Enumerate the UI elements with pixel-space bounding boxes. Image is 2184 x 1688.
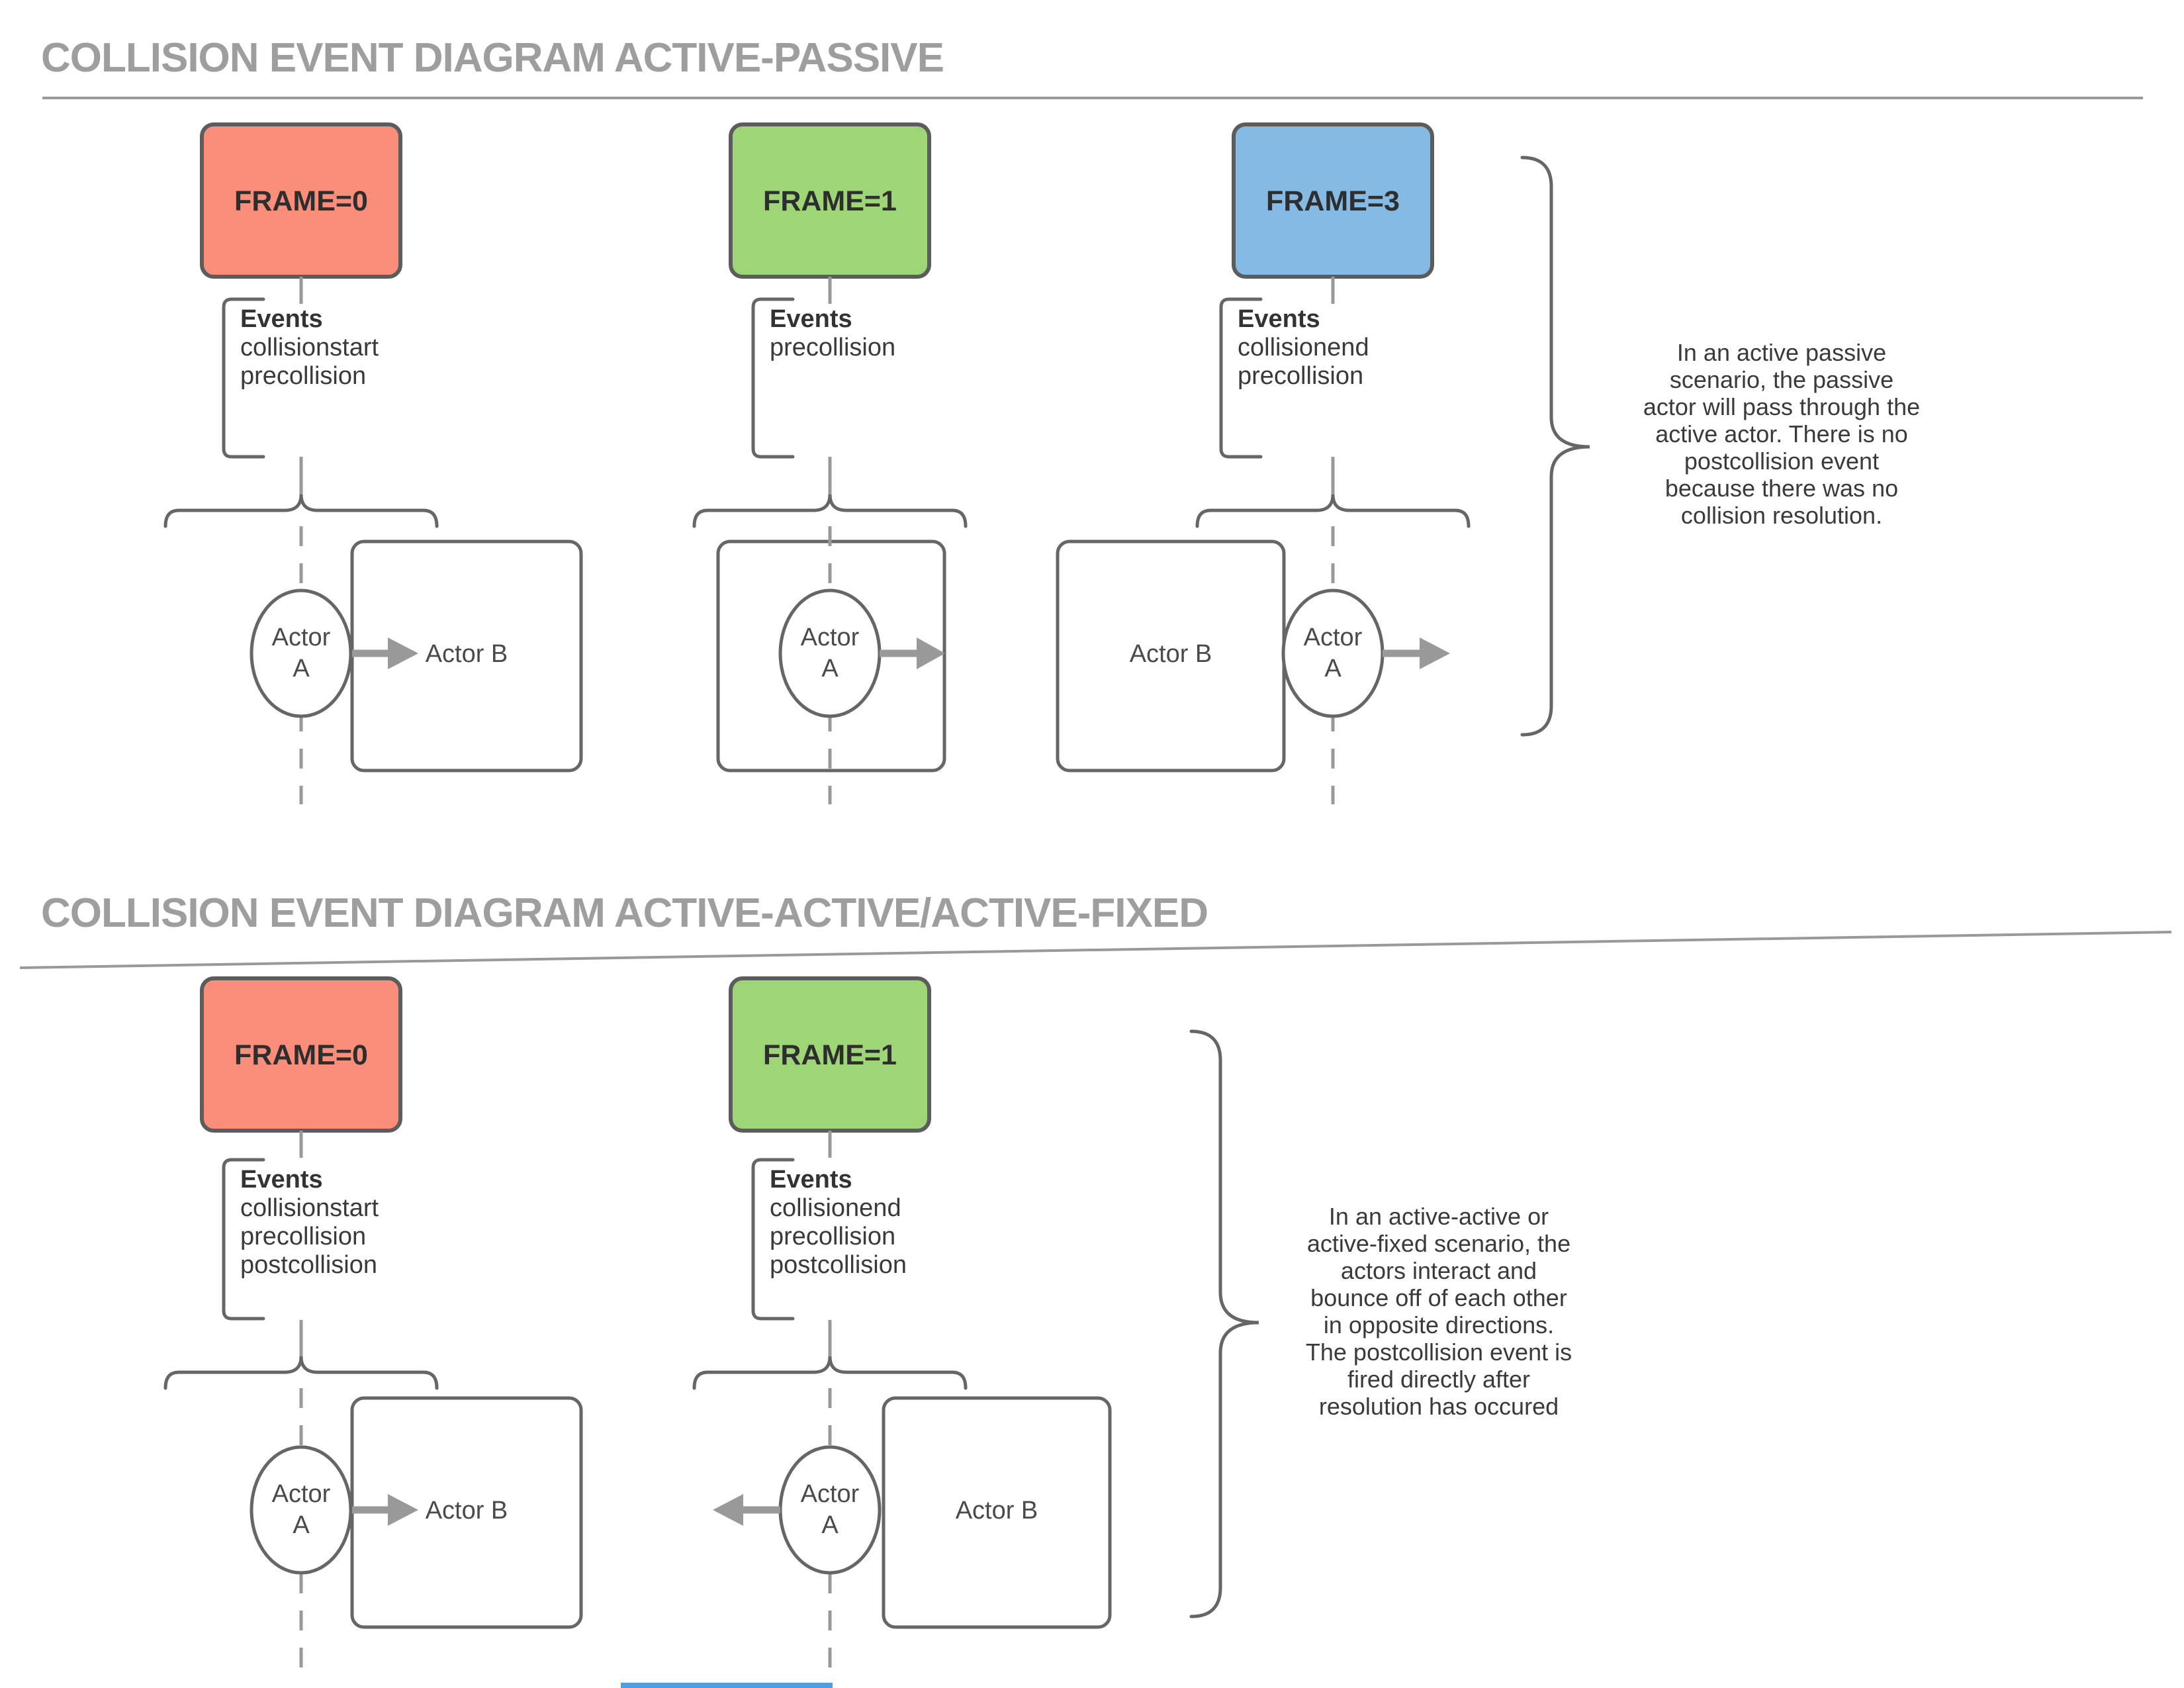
actor-b-label: Actor B xyxy=(956,1497,1038,1524)
events-bracket-s2c1 xyxy=(222,1158,265,1321)
event-item: collisionstart xyxy=(240,334,379,361)
actor-a-circle-s1d2 xyxy=(778,588,882,718)
note-line: actors interact and xyxy=(1341,1257,1537,1284)
arrow-right-head xyxy=(917,637,945,669)
event-item: precollision xyxy=(770,1223,895,1250)
event-item: postcollision xyxy=(240,1251,377,1279)
events-title-s2c2: Events xyxy=(770,1166,852,1194)
note-line: because there was no xyxy=(1665,475,1898,502)
note-line: collision resolution. xyxy=(1681,502,1882,529)
event-item: collisionend xyxy=(1238,334,1369,361)
event-item: collisionstart xyxy=(240,1194,379,1222)
note-s1: In an active passive scenario, the passi… xyxy=(1643,339,1920,529)
bottom-blue-bar xyxy=(621,1683,833,1688)
actor-b-label: Actor B xyxy=(426,1497,508,1524)
events-bracket-s2c2 xyxy=(751,1158,795,1321)
section2-divider-line xyxy=(19,931,2172,969)
note-line: in opposite directions. xyxy=(1324,1311,1554,1338)
actor-a-label-line2: A xyxy=(821,1511,839,1539)
actor-a-label-line2: A xyxy=(293,655,310,682)
horizontal-brace-s1c2 xyxy=(692,494,968,528)
actor-a-circle-s1d3 xyxy=(1281,588,1385,718)
event-item: collisionend xyxy=(770,1194,901,1222)
note-line: In an active-active or xyxy=(1329,1203,1549,1230)
events-title-s1c2: Events xyxy=(770,305,852,333)
frame0-label-bottom: FRAME=0 xyxy=(234,1039,368,1071)
actor-a-circle-s2d2 xyxy=(778,1445,882,1575)
note-line: bounce off of each other xyxy=(1310,1284,1567,1311)
arrow-right-head xyxy=(388,637,418,669)
actor-a-label-line2: A xyxy=(821,655,839,682)
actor-a-label-line2: A xyxy=(293,1511,310,1539)
frame3-label-top: FRAME=3 xyxy=(1266,185,1400,217)
events-title-s1c1: Events xyxy=(240,305,323,333)
event-item: postcollision xyxy=(770,1251,907,1279)
actor-a-label-line1: Actor xyxy=(272,624,331,651)
events-title-s1c3: Events xyxy=(1238,305,1320,333)
section2-title: COLLISION EVENT DIAGRAM ACTIVE-ACTIVE/AC… xyxy=(41,890,1208,936)
horizontal-brace-s1c1 xyxy=(163,494,439,528)
horizontal-brace-s2c1 xyxy=(163,1356,439,1390)
curly-brace-s2 xyxy=(1189,1029,1259,1618)
arrow-left-head xyxy=(713,1494,743,1526)
section1-title: COLLISION EVENT DIAGRAM ACTIVE-PASSIVE xyxy=(41,35,944,81)
events-title-s2c1: Events xyxy=(240,1166,323,1194)
event-item: precollision xyxy=(1238,362,1363,390)
note-line: scenario, the passive xyxy=(1670,366,1893,393)
note-line: fired directly after xyxy=(1347,1366,1530,1393)
curly-brace-s1 xyxy=(1520,156,1590,737)
horizontal-brace-s2c2 xyxy=(692,1356,968,1390)
note-line: active actor. There is no xyxy=(1655,420,1908,447)
arrow-right-head xyxy=(388,1494,418,1526)
events-bracket-s1c1 xyxy=(222,297,265,459)
event-item: precollision xyxy=(240,1223,366,1250)
note-s2: In an active-active or active-fixed scen… xyxy=(1306,1203,1572,1420)
note-line: actor will pass through the xyxy=(1643,393,1920,420)
note-line: active-fixed scenario, the xyxy=(1307,1230,1570,1257)
actor-b-rect-s2d2 xyxy=(882,1396,1112,1629)
actor-b-label: Actor B xyxy=(426,640,508,668)
actor-b-label: Actor B xyxy=(1130,640,1212,668)
arrow-right-head xyxy=(1420,637,1450,669)
note-line: In an active passive xyxy=(1677,339,1886,366)
actor-a-label-line1: Actor xyxy=(1304,624,1363,651)
actor-a-label-line1: Actor xyxy=(272,1480,331,1508)
actor-a-circle-s2d1 xyxy=(250,1445,353,1575)
events-bracket-s1c3 xyxy=(1219,297,1263,459)
events-bracket-s1c2 xyxy=(751,297,795,459)
event-item: precollision xyxy=(770,334,895,361)
actor-a-circle-s1d1 xyxy=(250,588,353,718)
horizontal-brace-s1c3 xyxy=(1195,494,1471,528)
frame0-label-top: FRAME=0 xyxy=(234,185,368,217)
actor-a-label-line2: A xyxy=(1324,655,1342,682)
event-item: precollision xyxy=(240,362,366,390)
note-line: postcollision event xyxy=(1684,447,1879,475)
frame1-label-bottom: FRAME=1 xyxy=(763,1039,897,1071)
frame1-label-top: FRAME=1 xyxy=(763,185,897,217)
actor-a-label-line1: Actor xyxy=(801,624,860,651)
note-line: resolution has occured xyxy=(1319,1393,1559,1420)
actor-a-label-line1: Actor xyxy=(801,1480,860,1508)
note-line: The postcollision event is xyxy=(1306,1338,1572,1366)
